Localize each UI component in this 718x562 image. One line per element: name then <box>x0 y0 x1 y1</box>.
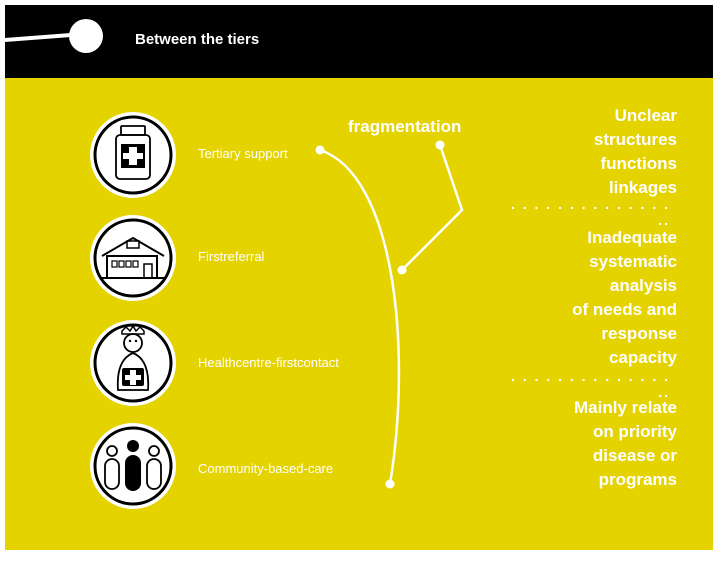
tier-label-tertiary: Tertiary support <box>198 146 288 161</box>
tier-label-community: Community-based-care <box>198 461 334 476</box>
issue-line: functions <box>600 154 678 173</box>
pointer-dot-top <box>435 140 445 150</box>
separator-dots: . . . . . . . . . . . . . . .. <box>510 196 670 228</box>
issue-line: of needs and <box>572 300 677 319</box>
medicine-bottle-icon <box>90 112 176 198</box>
issue-line: on priority <box>592 422 677 441</box>
issue-line: response <box>601 324 677 343</box>
issue-line: linkages <box>608 178 677 197</box>
issue-inadequate-analysis: Inadequate systematic analysis of needs … <box>477 226 677 370</box>
page-title: Between the tiers <box>135 31 260 48</box>
header-bar: Between the tiers <box>5 5 713 78</box>
pointer-dot-bottom <box>397 265 407 275</box>
issue-line: capacity <box>608 348 677 367</box>
issue-line: structures <box>593 130 677 149</box>
issue-line: systematic <box>589 252 677 271</box>
tier-label-health-centre: Healthcentre-firstcontact <box>198 355 339 370</box>
fragmentation-label: fragmentation <box>348 117 462 136</box>
tier-label-first-referral: Firstreferral <box>198 249 265 264</box>
connector-dot-bottom <box>385 479 395 489</box>
hospital-building-icon <box>90 215 176 301</box>
issue-line: Mainly relate <box>574 398 677 417</box>
fragmentation-pointer <box>401 144 464 271</box>
separator-dots: . . . . . . . . . . . . . . .. <box>510 368 670 400</box>
timeline-dot <box>69 19 103 53</box>
issue-line: programs <box>598 470 677 489</box>
issue-line: Inadequate <box>587 228 677 247</box>
tier-connector-curve <box>319 148 401 485</box>
issue-priority-programs: Mainly relate on priority disease or pro… <box>477 396 677 492</box>
health-worker-icon <box>90 320 176 406</box>
connector-dot-top <box>315 145 325 155</box>
issue-line: Unclear <box>614 106 677 125</box>
community-people-icon <box>90 423 176 509</box>
issue-unclear-structures: Unclear structures functions linkages <box>477 104 677 200</box>
issue-line: analysis <box>609 276 677 295</box>
issue-line: disease or <box>592 446 677 465</box>
